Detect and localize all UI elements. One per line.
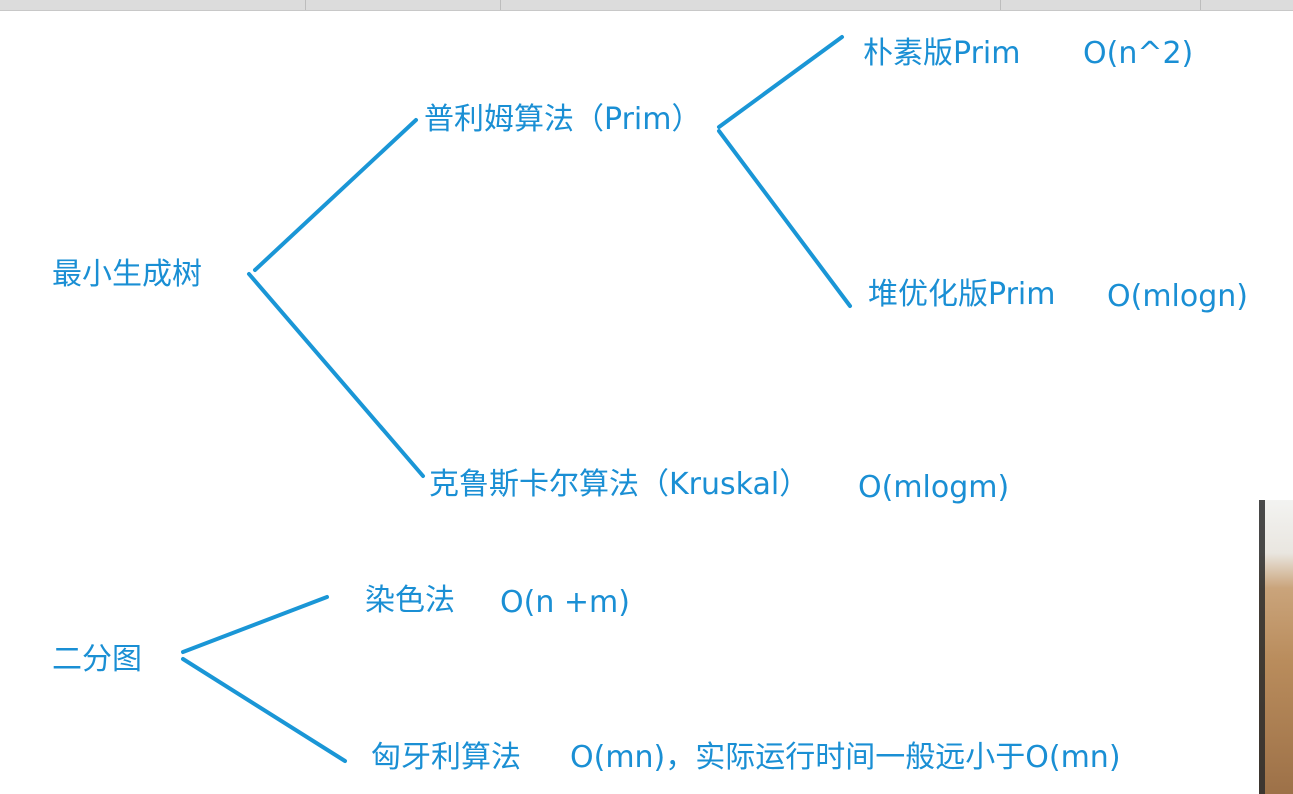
prim-algorithm-label: 普利姆算法（Prim）: [424, 102, 702, 137]
bipartite-root-label: 二分图: [52, 642, 142, 677]
top-toolbar-strip: [0, 0, 1293, 11]
edge-mst-to-kruskal: [247, 272, 425, 478]
kruskal-algorithm-label: 克鲁斯卡尔算法（Kruskal）: [429, 467, 810, 502]
webcam-edge: [1259, 500, 1265, 794]
toolbar-segment: [305, 0, 501, 10]
coloring-method-label: 染色法: [365, 583, 455, 618]
webcam-overlay: [1259, 500, 1293, 794]
prim-heap-label: 堆优化版Prim: [868, 277, 1056, 312]
hungarian-algorithm-label: 匈牙利算法: [371, 740, 521, 775]
toolbar-segment: [500, 0, 1001, 10]
toolbar-segment: [1000, 0, 1201, 10]
edge-mst-to-prim: [253, 118, 418, 272]
coloring-complexity: O(n +m): [500, 585, 630, 620]
prim-naive-complexity: O(n^2): [1083, 36, 1194, 71]
toolbar-segment: [0, 0, 306, 10]
edge-bipartite-to-coloring: [181, 595, 329, 654]
hungarian-complexity-note: O(mn)，实际运行时间一般远小于O(mn): [570, 740, 1121, 775]
edge-prim-to-heap: [717, 129, 852, 308]
kruskal-complexity: O(mlogm): [858, 470, 1010, 505]
mst-root-label: 最小生成树: [52, 257, 202, 292]
edge-bipartite-to-hungarian: [181, 657, 347, 763]
edge-prim-to-naive: [717, 35, 844, 129]
prim-naive-label: 朴素版Prim: [863, 36, 1021, 71]
prim-heap-complexity: O(mlogn): [1107, 279, 1248, 314]
